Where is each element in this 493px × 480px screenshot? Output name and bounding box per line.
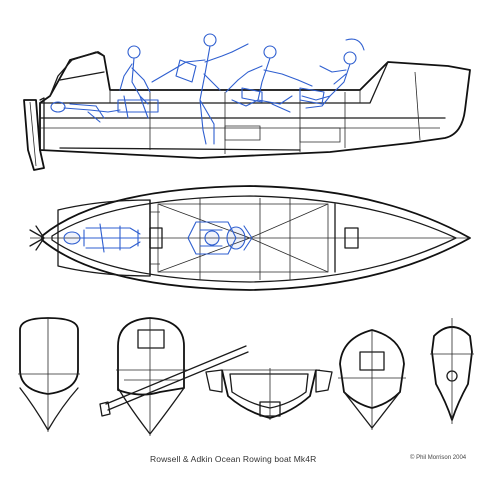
section-1 xyxy=(18,317,80,432)
section-4 xyxy=(338,329,406,430)
oar xyxy=(105,345,249,411)
drawing-caption: Rowsell & Adkin Ocean Rowing boat Mk4R xyxy=(150,454,317,464)
section-5 xyxy=(430,318,474,424)
section-3 xyxy=(205,368,333,420)
hull-profile xyxy=(39,51,471,159)
section-2 xyxy=(116,317,188,436)
hull-sections xyxy=(18,317,474,436)
crew-figures-side xyxy=(50,33,365,145)
copyright-notice: © Phil Morrison 2004 xyxy=(410,455,467,461)
plan-view xyxy=(29,185,471,291)
rudder xyxy=(23,99,45,171)
crew-figures-plan xyxy=(63,221,253,255)
side-profile-view xyxy=(23,33,471,171)
